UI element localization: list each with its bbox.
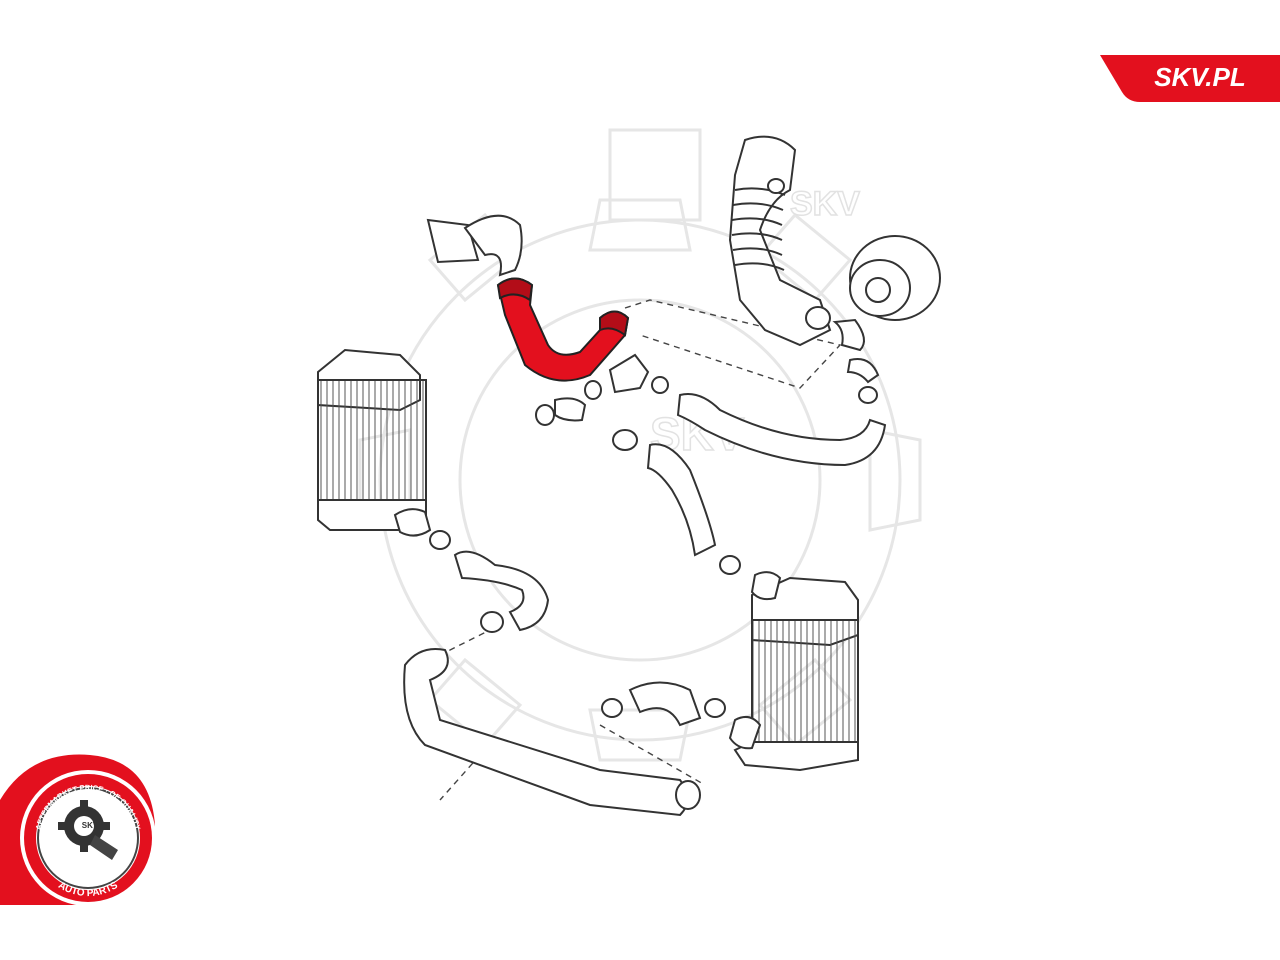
site-label: SKV.PL	[1154, 62, 1246, 92]
left-intercooler	[317, 348, 451, 550]
charge-hose-upper	[676, 358, 887, 467]
right-intercooler	[728, 571, 859, 772]
lower-charge-pipe	[403, 648, 701, 817]
highlighted-charge-air-hose[interactable]	[496, 277, 630, 382]
skv-pl-ribbon[interactable]: SKV.PL	[1100, 55, 1280, 102]
watermark-skv-text: SKV SKV	[649, 184, 861, 461]
small-elbow-hose	[601, 681, 726, 727]
air-intake-hose	[728, 135, 832, 347]
svg-text:SKV: SKV	[790, 185, 860, 223]
skv-auto-parts-badge[interactable]: AFTERMARKET PRICE · OE QUALITY AUTO PART…	[0, 754, 156, 906]
charge-hose-middle	[612, 429, 741, 575]
upper-elbow-with-flange	[426, 214, 523, 277]
badge-center-text: SKV	[82, 821, 99, 830]
charge-hose-lower-left	[453, 550, 550, 633]
turbocharger	[832, 235, 941, 352]
gear-wrench-logo-icon	[58, 800, 118, 860]
